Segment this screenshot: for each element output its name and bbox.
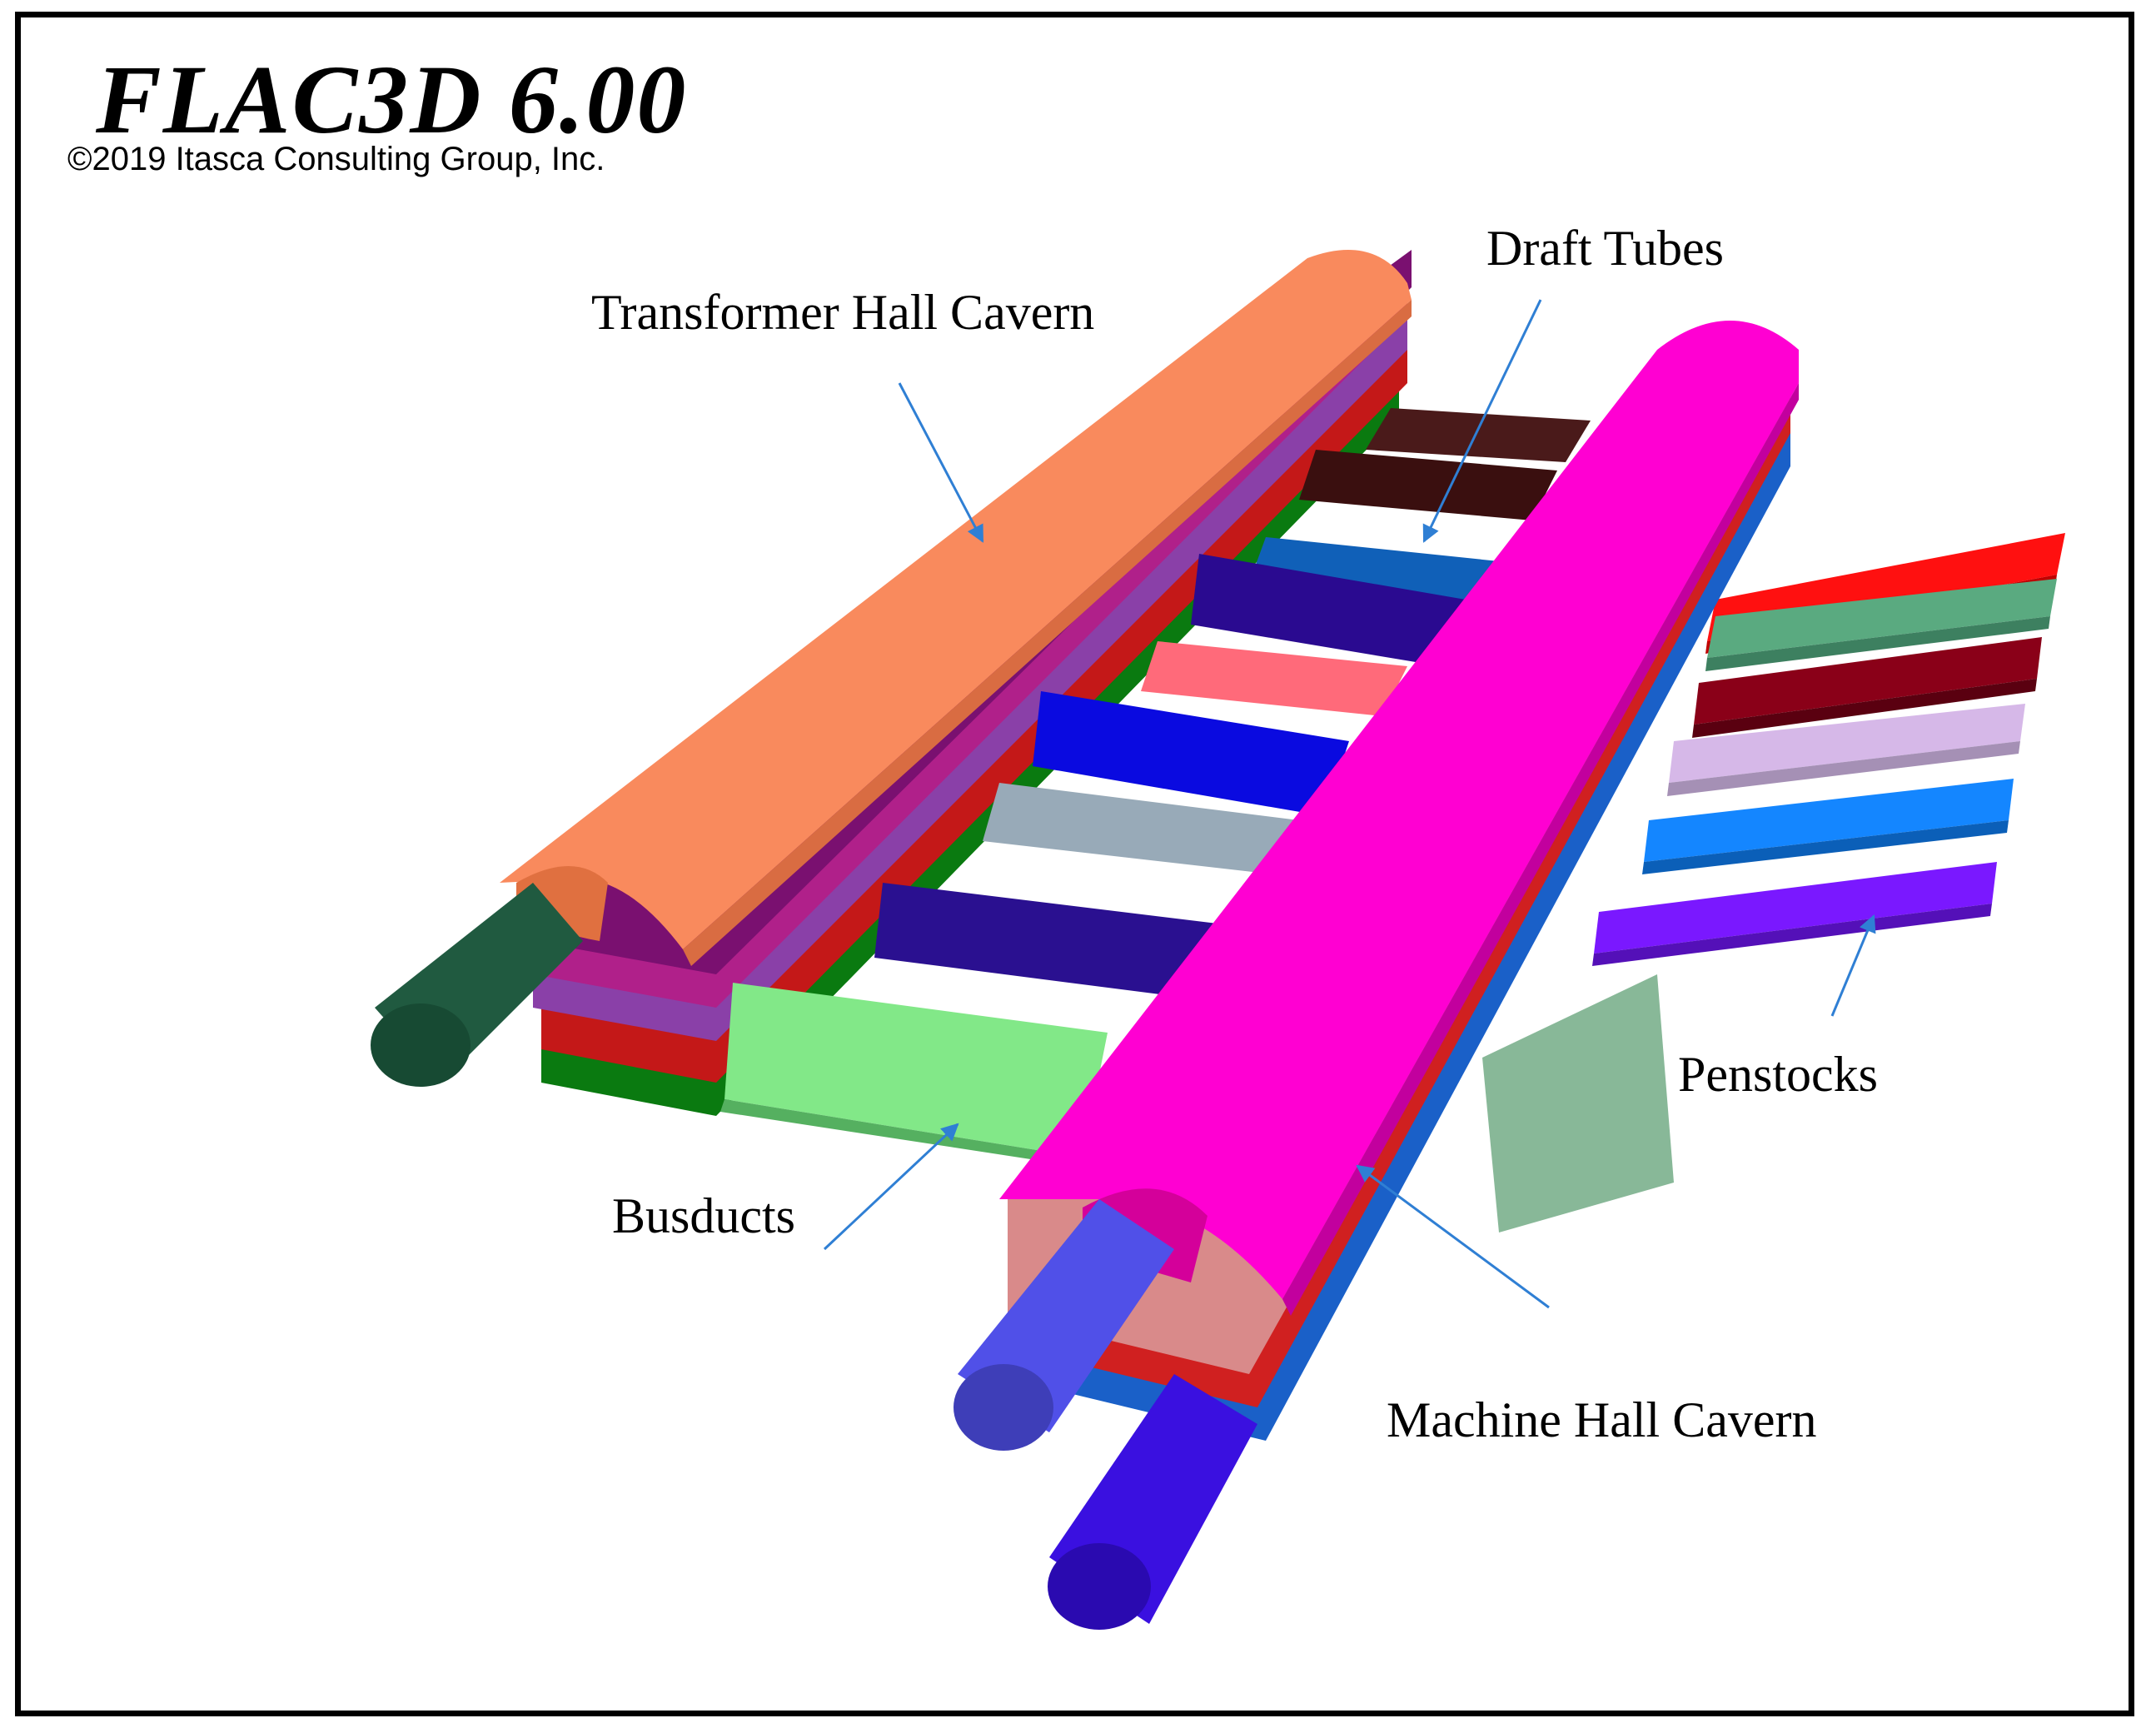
- transformer-crown: [500, 250, 1412, 949]
- arrow-machine-hall: [1356, 1164, 1550, 1309]
- machine-crown: [999, 321, 1799, 1299]
- arrow-draft-tubes: [1422, 299, 1542, 543]
- penstocks-group: [1592, 533, 2065, 966]
- machine-access-portal-violet: [1048, 1543, 1151, 1630]
- annotation-arrows: [823, 299, 1876, 1309]
- machine-hall-group: [954, 321, 1799, 1630]
- label-transformer-hall: Transformer Hall Cavern: [591, 285, 1094, 340]
- label-busducts: Busducts: [612, 1188, 795, 1243]
- busduct-6: [724, 983, 1108, 1158]
- busduct-2: [1141, 641, 1407, 716]
- arrow-transformer-hall: [898, 382, 984, 543]
- penstock-5: [1644, 779, 2014, 862]
- penstock-4-side: [1667, 741, 2020, 796]
- copyright-text: ©2019 Itasca Consulting Group, Inc.: [67, 141, 605, 177]
- transformer-access-portal: [371, 1003, 471, 1087]
- penstock-3: [1694, 637, 2042, 725]
- arrow-penstocks: [1830, 914, 1876, 1017]
- label-penstocks: Penstocks: [1678, 1047, 1878, 1102]
- penstock-3-side: [1692, 679, 2037, 738]
- penstock-4: [1669, 704, 2025, 783]
- busduct-1: [1191, 554, 1466, 666]
- figure-frame: FLAC3D 6.00 ©2019 Itasca Consulting Grou…: [15, 12, 2134, 1716]
- penstock-6-side: [1592, 904, 1992, 966]
- arrow-busducts: [823, 1123, 959, 1251]
- transformer-crown-shade: [683, 300, 1412, 966]
- penstock-6: [1594, 862, 1997, 954]
- penstock-5-side: [1642, 820, 2009, 874]
- machine-access-portal-blue: [954, 1364, 1053, 1451]
- transformer-endcap: [516, 866, 608, 941]
- connector-tunnels: [720, 408, 1591, 1166]
- busduct-6-shade: [720, 1099, 1083, 1166]
- draft-tube-2: [1299, 450, 1557, 520]
- draft-tube-1: [1366, 408, 1591, 462]
- busduct-3: [1033, 691, 1349, 816]
- penstock-2: [1707, 579, 2057, 658]
- label-draft-tubes: Draft Tubes: [1486, 221, 1724, 276]
- draft-tube-3: [1249, 537, 1507, 608]
- transformer-hall-group: [371, 250, 1412, 1116]
- label-machine-hall: Machine Hall Cavern: [1387, 1392, 1816, 1447]
- penstock-2-side: [1705, 616, 2050, 671]
- busduct-5: [874, 883, 1224, 999]
- machine-end-block: [1482, 974, 1674, 1233]
- machine-crown-shade: [1282, 383, 1799, 1316]
- busduct-4: [983, 783, 1299, 874]
- software-title: FLAC3D 6.00: [96, 45, 688, 154]
